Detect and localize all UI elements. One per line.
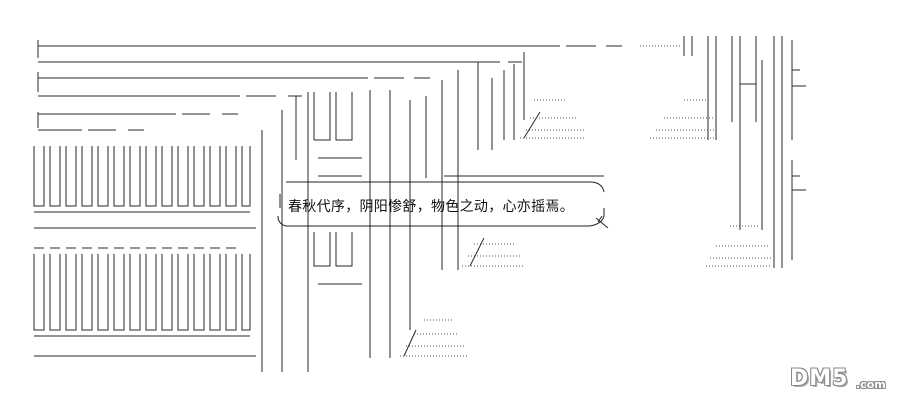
dotted-hatches [400,45,772,357]
watermark-main-text: DM5 [790,366,849,391]
center-posts [261,52,604,372]
speech-bubble-outline [277,181,609,228]
dm5-watermark-logo: DM5 .com [790,366,894,398]
left-columns-lower [33,247,256,357]
watermark-sub-text: .com [856,378,886,391]
speech-bubble: 春秋代序，阴阳惨舒，物色之动，心亦摇焉。 [272,178,610,228]
top-rails [37,40,622,131]
speech-text: 春秋代序，阴阳惨舒，物色之动，心亦摇焉。 [288,199,574,215]
right-posts [683,36,806,268]
left-columns-upper [33,146,256,229]
